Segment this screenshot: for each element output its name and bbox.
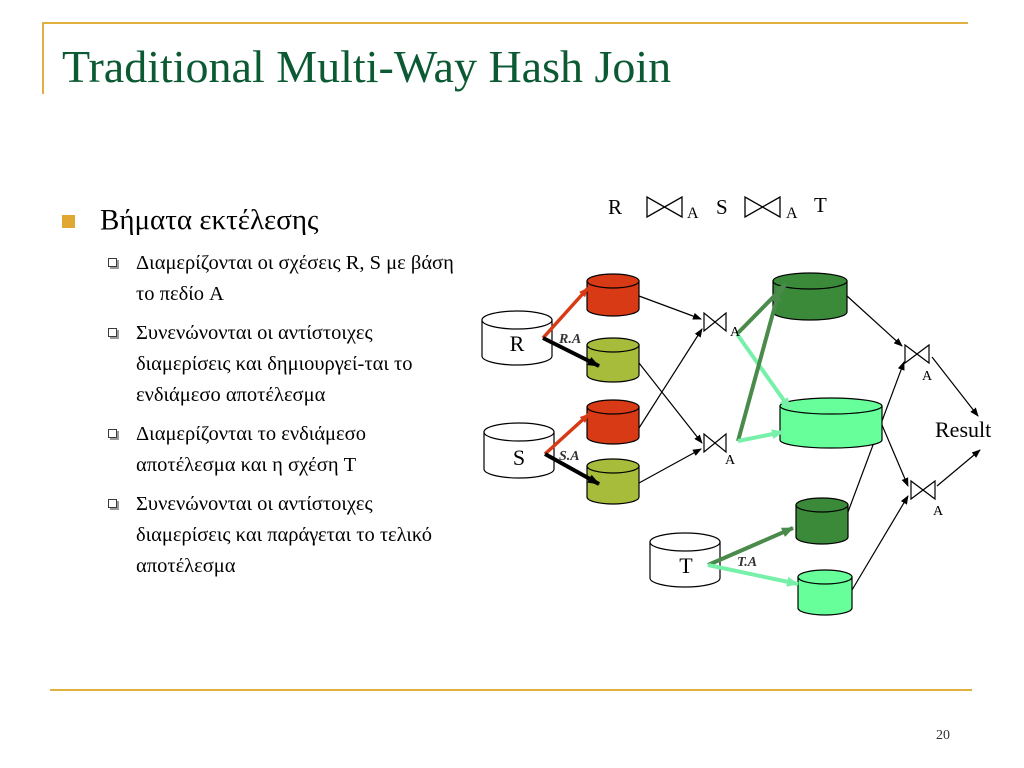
bullet-sub-text: Διαμερίζονται το ενδιάμεσο αποτέλεσμα κα… bbox=[136, 423, 366, 476]
expr-s: S bbox=[716, 195, 728, 219]
bullet-sub-4: Συνενώνονται οι αντίστοιχες διαμερίσεις … bbox=[62, 489, 462, 582]
join-bowtie-icon bbox=[703, 311, 727, 333]
join-op-1: A bbox=[703, 311, 741, 340]
expr-join-attr-2: A bbox=[786, 205, 798, 222]
expr-r: R bbox=[608, 195, 622, 219]
relation-s-label: S bbox=[513, 445, 525, 470]
partition-arrows bbox=[541, 282, 799, 587]
partitions-r bbox=[586, 273, 640, 383]
bullet-sub-text: Συνενώνονται οι αντίστοιχες διαμερίσεις … bbox=[136, 493, 432, 577]
join-expression: R A S A T bbox=[608, 193, 827, 222]
join-bowtie-icon bbox=[910, 479, 936, 501]
frame-bottom-line bbox=[50, 689, 972, 691]
bullet-sub-text: Συνενώνονται οι αντίστοιχες διαμερίσεις … bbox=[136, 322, 413, 406]
join-bowtie-icon bbox=[646, 195, 683, 219]
relation-r-label: R bbox=[510, 331, 525, 356]
bullet-sub-3: Διαμερίζονται το ενδιάμεσο αποτέλεσμα κα… bbox=[62, 419, 462, 481]
bullet-list: Βήματα εκτέλεσης Διαμερίζονται οι σχέσει… bbox=[62, 200, 462, 582]
slide-title: Traditional Multi-Way Hash Join bbox=[62, 41, 672, 92]
join-op-4: A bbox=[910, 479, 944, 519]
join-op-label: A bbox=[922, 369, 933, 384]
frame-top-line bbox=[42, 22, 968, 24]
page-number: 20 bbox=[936, 728, 950, 743]
partitions-s bbox=[586, 399, 640, 505]
result-label: Result bbox=[935, 417, 991, 442]
bullet-sub-1: Διαμερίζονται οι σχέσεις R, S με βάση το… bbox=[62, 248, 462, 310]
join-bowtie-icon bbox=[703, 432, 727, 454]
square-bullet-icon bbox=[62, 215, 75, 228]
relation-s: S bbox=[483, 422, 555, 479]
box-bullet-icon bbox=[108, 499, 117, 508]
partitions-t bbox=[795, 497, 853, 616]
partitions-intermediate bbox=[772, 272, 883, 449]
bullet-sub-2: Συνενώνονται οι αντίστοιχες διαμερίσεις … bbox=[62, 318, 462, 411]
partition-label-r: R.A bbox=[558, 332, 581, 347]
join-op-label: A bbox=[730, 325, 741, 340]
expr-t: T bbox=[814, 193, 827, 217]
join-bowtie-icon bbox=[904, 343, 930, 365]
join-op-label: A bbox=[725, 453, 736, 468]
relation-t: T bbox=[649, 532, 721, 588]
partition-label-t: T.A bbox=[737, 555, 757, 570]
hash-join-diagram: R A S A T R S T bbox=[481, 193, 991, 616]
partition-labels: R.A S.A T.A bbox=[558, 332, 757, 570]
expr-join-attr-1: A bbox=[687, 205, 699, 222]
box-bullet-icon bbox=[108, 328, 117, 337]
bullet-main-text: Βήματα εκτέλεσης bbox=[100, 204, 319, 236]
bullet-sub-text: Διαμερίζονται οι σχέσεις R, S με βάση το… bbox=[136, 252, 454, 305]
join-op-label: A bbox=[933, 504, 944, 519]
join-op-3: A bbox=[904, 343, 933, 384]
frame-left-line bbox=[42, 22, 44, 94]
box-bullet-icon bbox=[108, 429, 117, 438]
relation-r: R bbox=[481, 310, 553, 366]
bullet-main: Βήματα εκτέλεσης bbox=[62, 200, 462, 240]
partition-label-s: S.A bbox=[559, 449, 580, 464]
join-op-2: A bbox=[703, 432, 736, 468]
relation-t-label: T bbox=[679, 553, 693, 578]
box-bullet-icon bbox=[108, 258, 117, 267]
join-bowtie-icon bbox=[744, 195, 781, 219]
